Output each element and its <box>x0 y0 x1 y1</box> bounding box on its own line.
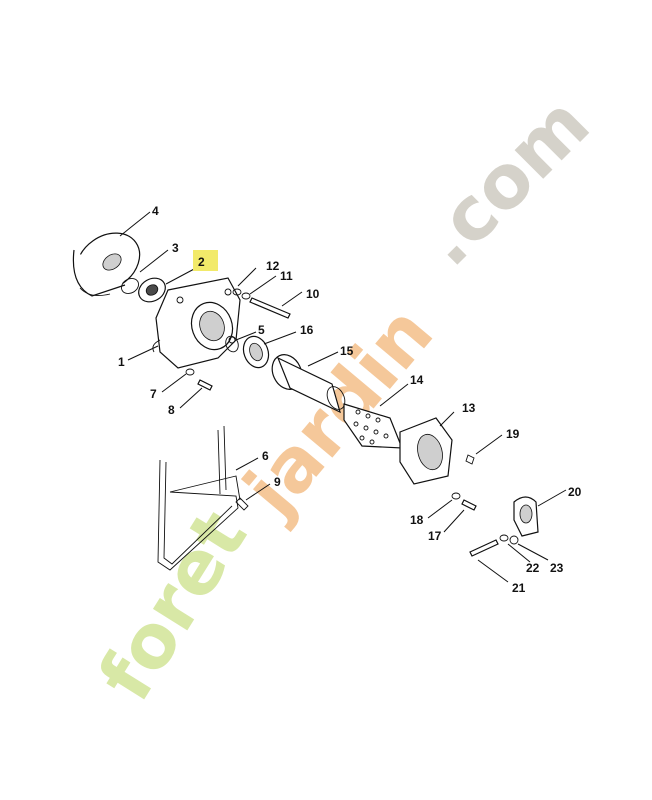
leader-lines <box>119 211 567 583</box>
part-label-20[interactable]: 20 <box>568 485 582 499</box>
parts-21-23-drawing <box>469 534 519 557</box>
part-9-drawing <box>235 497 249 511</box>
part-label-22[interactable]: 22 <box>526 561 540 575</box>
part-label-23[interactable]: 23 <box>550 561 564 575</box>
part-label-13[interactable]: 13 <box>462 401 476 415</box>
part-label-4[interactable]: 4 <box>152 204 159 218</box>
part-19-drawing <box>465 454 475 465</box>
highlight-box <box>193 250 218 271</box>
part-4-drawing <box>72 232 141 297</box>
part-label-14[interactable]: 14 <box>410 373 424 387</box>
parts-7-8-drawing <box>185 368 213 391</box>
part-labels: 1 2 3 4 5 6 7 8 9 10 11 12 13 14 15 16 1… <box>118 204 582 595</box>
part-label-17[interactable]: 17 <box>428 529 442 543</box>
parts-10-12-drawing <box>232 288 291 319</box>
watermark-suffix: .com <box>404 81 606 283</box>
part-label-12[interactable]: 12 <box>266 259 280 273</box>
part-label-9[interactable]: 9 <box>274 475 281 489</box>
part-3-drawing <box>121 278 139 294</box>
part-16-drawing <box>242 335 270 369</box>
part-label-1[interactable]: 1 <box>118 355 125 369</box>
parts-17-18-drawing <box>451 492 477 511</box>
part-14-drawing <box>343 403 403 449</box>
part-label-5[interactable]: 5 <box>258 323 265 337</box>
part-label-10[interactable]: 10 <box>306 287 320 301</box>
part-20-drawing <box>513 496 539 537</box>
part-15-drawing <box>271 354 346 414</box>
part-label-11[interactable]: 11 <box>280 269 293 283</box>
part-label-7[interactable]: 7 <box>150 387 157 401</box>
watermark-prefix: foret <box>82 496 264 716</box>
part-label-19[interactable]: 19 <box>506 427 520 441</box>
part-label-8[interactable]: 8 <box>168 403 175 417</box>
part-label-3[interactable]: 3 <box>172 241 179 255</box>
part-2-drawing <box>138 277 166 303</box>
part-label-15[interactable]: 15 <box>340 344 354 358</box>
part-label-21[interactable]: 21 <box>512 581 526 595</box>
part-13-drawing <box>399 417 453 485</box>
part-label-16[interactable]: 16 <box>300 323 314 337</box>
part-label-18[interactable]: 18 <box>410 513 424 527</box>
part-5-drawing <box>225 335 239 353</box>
part-6-drawing <box>157 425 241 571</box>
part-label-2[interactable]: 2 <box>198 255 205 269</box>
part-label-6[interactable]: 6 <box>262 449 269 463</box>
part-1-drawing <box>152 277 241 369</box>
